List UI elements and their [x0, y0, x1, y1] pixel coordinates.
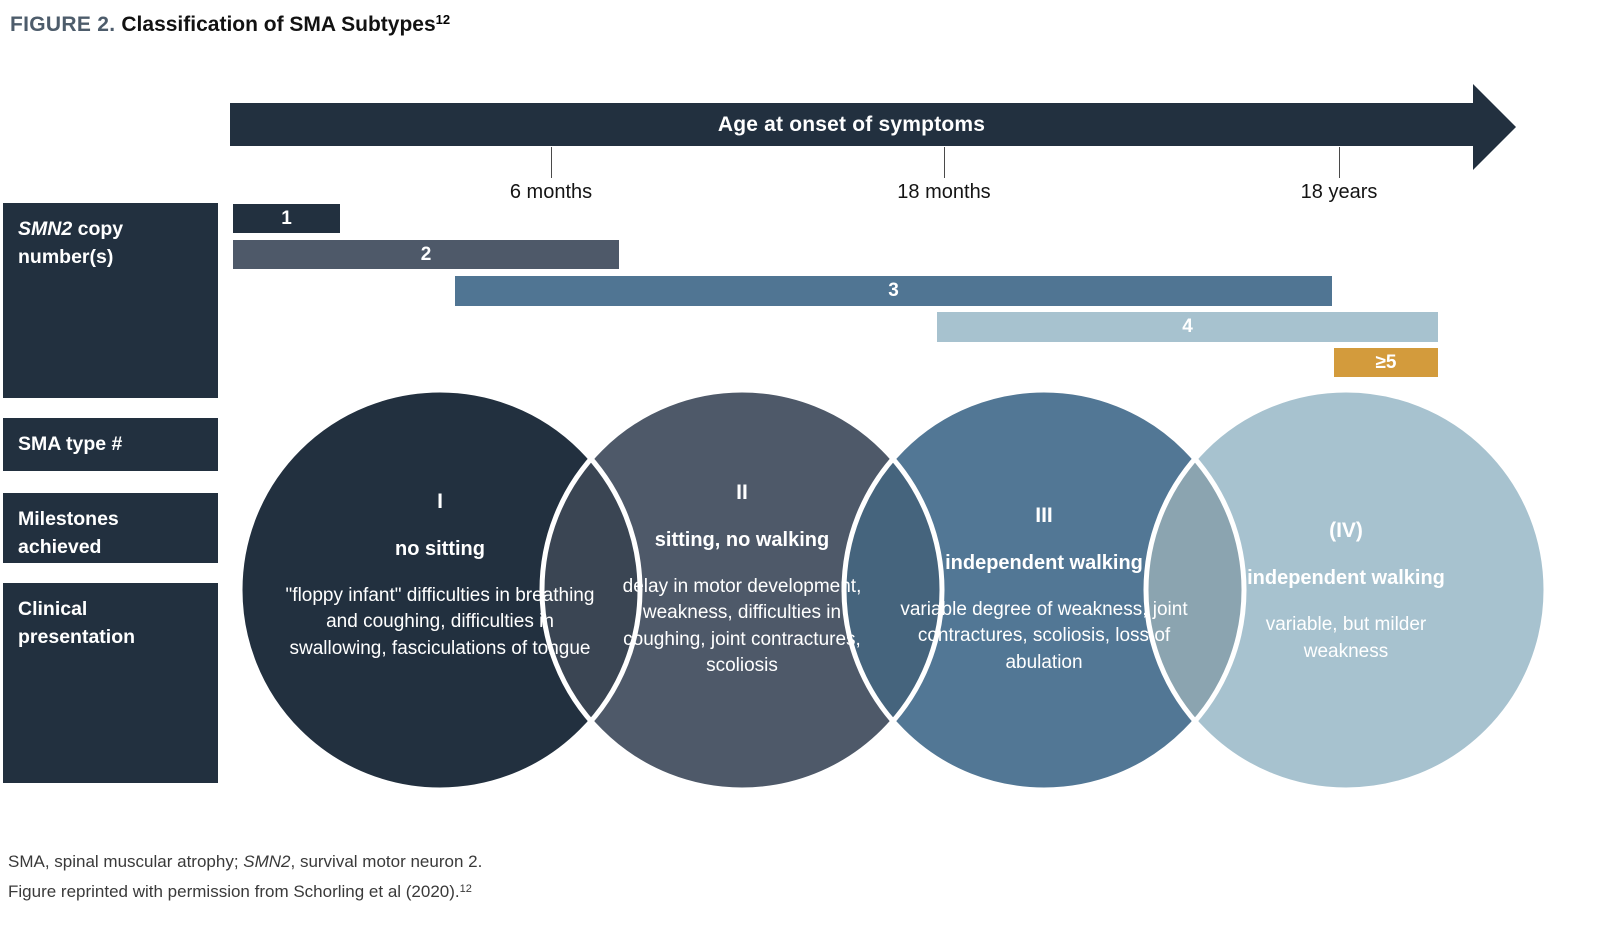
circle-type-2: [542, 390, 942, 790]
footnote-abbreviations: SMA, spinal muscular atrophy; SMN2, surv…: [8, 852, 482, 872]
figure-title-superscript: 12: [435, 12, 451, 27]
type-4-numeral: (IV): [1329, 519, 1363, 543]
tick-18-months: [944, 147, 945, 178]
footnote1-pre: SMA, spinal muscular atrophy;: [8, 852, 244, 871]
tick-label-6-months: 6 months: [509, 181, 593, 203]
type-3-text: III independent walking variable degree …: [894, 425, 1194, 755]
copy-number-bar-5: ≥5: [1334, 348, 1438, 377]
tick-18-years: [1339, 147, 1340, 178]
type-2-numeral: II: [736, 481, 748, 505]
circle-type-1: [240, 390, 640, 790]
circle-type-3: [844, 390, 1244, 790]
figure-heading: FIGURE 2.Classification of SMA Subtypes1…: [10, 12, 451, 37]
type-4-presentation: variable, but milder weakness: [1265, 614, 1427, 662]
row-label-milestones: Milestones achieved: [3, 493, 218, 563]
tick-label-18-months: 18 months: [897, 181, 991, 203]
type-2-milestone: sitting, no walking: [654, 529, 830, 552]
type-1-numeral: I: [437, 490, 443, 514]
copy-number-bar-4: 4: [937, 312, 1438, 342]
copy-number-rest: copy number(s): [18, 218, 124, 269]
circle-outline-1: [237, 387, 643, 793]
footnote2-superscript: 12: [459, 883, 472, 895]
row-label-smn2-copy-number: SMN2 copy number(s): [3, 203, 218, 398]
type-1-text: I no sitting "floppy infant" difficultie…: [275, 411, 605, 741]
footnote-reprint: Figure reprinted with permission from Sc…: [8, 882, 472, 902]
copy-number-bar-1: 1: [233, 204, 340, 233]
type-3-presentation: variable degree of weakness, joint contr…: [900, 599, 1188, 673]
type-4-milestone: independent walking: [1247, 567, 1445, 590]
tick-6-months: [551, 147, 552, 178]
type-3-milestone: independent walking: [945, 552, 1143, 575]
sma-type-venn-diagram: [237, 387, 1549, 793]
footnote1-post: , survival motor neuron 2.: [290, 852, 483, 871]
footnote1-italic: SMN2: [243, 852, 291, 871]
smn2-italic: SMN2: [18, 218, 73, 240]
type-2-presentation: delay in motor development, weakness, di…: [622, 576, 862, 676]
circle-outline-2: [539, 387, 945, 793]
type-1-milestone: no sitting: [395, 538, 485, 561]
row-label-sma-type: SMA type #: [3, 418, 218, 471]
figure-title: Classification of SMA Subtypes: [121, 13, 436, 36]
figure-number-label: FIGURE 2.: [10, 13, 116, 36]
type-2-text: II sitting, no walking delay in motor de…: [592, 415, 892, 745]
circle-type-4: [1146, 390, 1546, 790]
type-4-text: (IV) independent walking variable, but m…: [1206, 427, 1486, 757]
age-onset-arrowhead-icon: [1473, 84, 1516, 170]
type-1-presentation: "floppy infant" difficulties in breathin…: [285, 585, 595, 659]
row-label-clinical: Clinical presentation: [3, 583, 218, 783]
age-onset-arrow: Age at onset of symptoms: [230, 103, 1473, 146]
circle-outline-3: [841, 387, 1247, 793]
type-3-numeral: III: [1035, 504, 1053, 528]
tick-label-18-years: 18 years: [1300, 181, 1378, 203]
age-onset-arrow-label: Age at onset of symptoms: [717, 112, 986, 136]
copy-number-bar-3: 3: [455, 276, 1332, 306]
copy-number-bar-2: 2: [233, 240, 619, 269]
circle-outline-4: [1143, 387, 1549, 793]
footnote2-text: Figure reprinted with permission from Sc…: [8, 882, 460, 901]
